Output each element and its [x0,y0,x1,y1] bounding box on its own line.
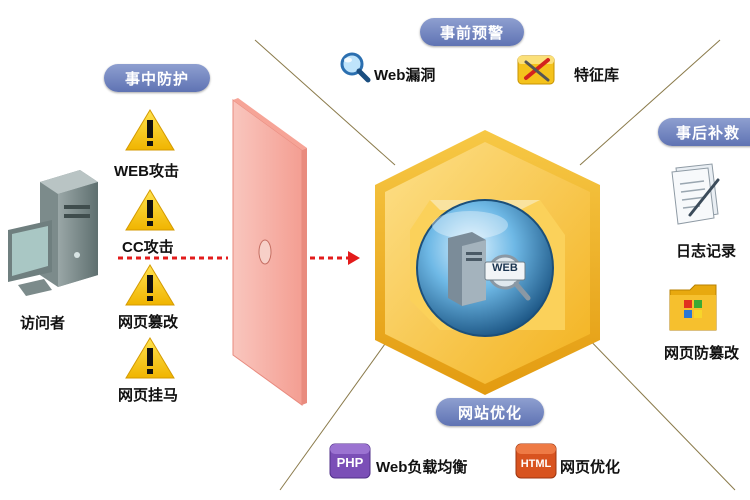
globe-web-text: WEB [492,262,518,274]
html-icon: HTML [515,443,557,479]
attack-label-cc: CC攻击 [122,239,174,256]
separator-line-top-left [254,39,396,166]
arrow-head [348,251,360,265]
visitor-label: 访问者 [20,315,66,332]
badge-post-remedy: 事后补救 [658,118,750,146]
post-remedy-log-label: 日志记录 [676,243,737,260]
warning-icon [125,109,175,151]
separator-line-bottom-left [279,329,396,491]
php-icon: PHP [329,443,371,479]
warning-icon [125,264,175,306]
firewall-hole [258,239,272,265]
badge-site-optimization: 网站优化 [436,398,544,426]
toolbox-icon [517,55,555,85]
attack-label-trojan: 网页挂马 [118,387,179,404]
attack-arrow-line [118,251,360,265]
globe-server-icon [416,199,554,337]
warning-icon [125,189,175,231]
separator-line-bottom-right [579,329,736,491]
computer-icon [8,170,98,296]
optimization-page-label: 网页优化 [560,459,621,476]
attack-label-tamper: 网页篡改 [118,314,179,331]
folder-windows-icon [669,284,717,331]
log-document-icon [671,163,720,225]
attack-label-web: WEB攻击 [114,163,179,180]
separator-lines [254,39,736,491]
badge-in-protection: 事中防护 [104,64,210,92]
separator-line-top-right [579,39,721,166]
badge-pre-warning: 事前预警 [420,18,524,46]
optimization-load-balance-label: Web负载均衡 [376,459,468,476]
warning-icon [125,337,175,379]
firewall-panel [232,98,307,406]
post-remedy-tamper-label: 网页防篡改 [664,345,740,362]
magnifier-icon [340,52,371,83]
svg-text:PHP: PHP [337,455,364,470]
warning-icons [125,109,175,379]
pre-warning-web-vuln-label: Web漏洞 [374,67,436,84]
svg-text:HTML: HTML [521,458,552,470]
pre-warning-signature-label: 特征库 [574,67,620,84]
